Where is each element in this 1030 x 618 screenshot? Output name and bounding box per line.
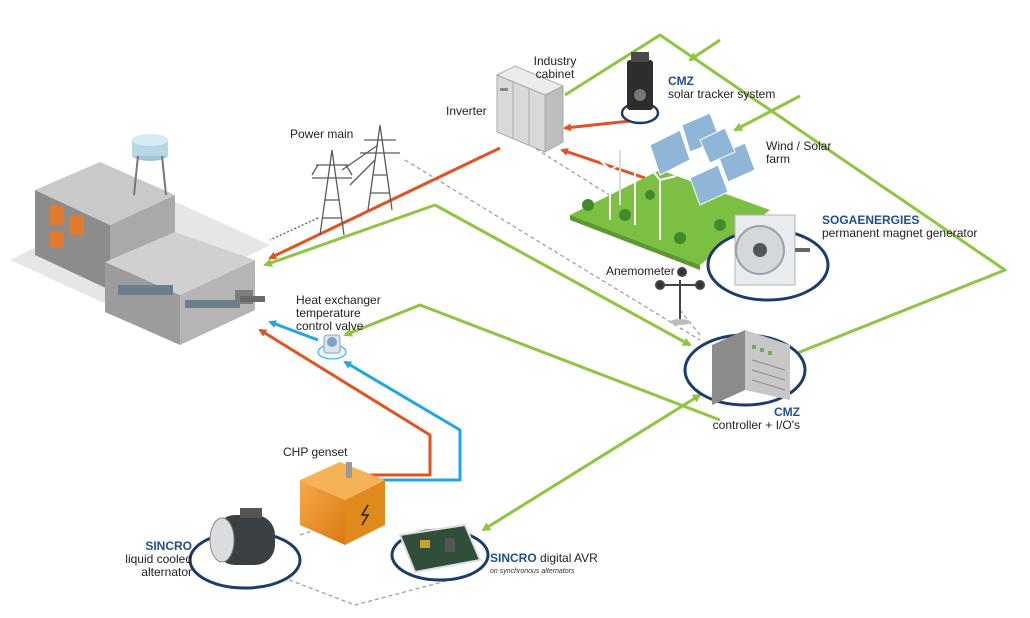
power-flow-cabinet-factory [268,146,501,260]
wind-solar-farm-label-line1: Wind / Solar [766,139,832,153]
control-link-to-tracker [688,38,721,62]
power-pylon-icon [269,124,400,241]
heat-exchanger-label-line3: control valve [296,319,364,333]
control-links [263,33,1007,532]
control-link-to-panels [733,94,801,132]
sincro-avr-brand: SINCRO [490,551,537,565]
cmz-tracker-label: CMZ solar tracker system [668,75,775,101]
factory-icon [10,134,270,345]
control-link-loop-controller [564,33,1007,360]
sincro-alternator-desc-line1: liquid cooled [125,552,192,566]
plc-controller-icon [683,330,807,407]
wind-solar-farm-icon [570,112,770,270]
control-link-to-factory [263,203,436,267]
chp-genset-label: CHP genset [283,445,348,459]
solar-panel-icon [649,112,756,206]
sincro-avr-note: on synchronous alternators [490,568,575,575]
sincro-avr-desc: digital AVR [540,551,598,565]
power-main-label: Power main [290,127,354,141]
avr-board-icon [390,523,490,582]
dashed-link-cabinet-controller [404,159,701,341]
sogaenergies-desc: permanent magnet generator [822,226,978,240]
heat-exchanger-valve-icon [317,334,347,360]
wind-solar-farm-label-line2: farm [766,152,790,166]
heat-exchanger-label-line2: temperature [296,306,361,320]
control-link-to-controller-1 [434,203,692,347]
wind-solar-farm-label: Wind / Solar farm [766,140,831,166]
anemometer-label: Anemometer [606,264,675,278]
power-flow-genset-factory [258,328,432,477]
industry-cabinet-label-line2: cabinet [535,67,575,81]
industry-cabinet-icon [495,65,565,153]
anemometer-icon [655,267,705,325]
cmz-controller-desc: controller + I/O's [712,418,800,432]
sogaenergies-label: SOGAENERGIES permanent magnet generator [822,214,977,240]
coolant-flows [268,320,462,482]
sincro-avr-label: SINCRO digital AVR on synchronous altern… [490,552,598,578]
cmz-tracker-brand: CMZ [668,74,694,88]
dashed-link-anemometer-controller [679,309,701,336]
cmz-tracker-desc: solar tracker system [668,87,776,101]
pm-generator-icon [706,214,830,302]
heat-exchanger-label: Heat exchanger temperature control valve [296,294,381,333]
solar-tracker-icon [620,52,660,125]
industry-cabinet-label: Industry cabinet [520,55,590,81]
industry-cabinet-label-line1: Industry [533,54,577,68]
alternator-icon [188,508,302,590]
wind-turbine-icon [594,149,677,240]
heat-exchanger-label-line1: Heat exchanger [296,293,381,307]
coolant-flow-genset-valve [343,360,462,482]
control-link-to-valve [343,303,721,422]
inverter-label: Inverter [446,104,487,118]
sincro-alternator-label: SINCRO liquid cooled alternator [112,540,192,579]
cmz-controller-label: CMZ controller + I/O's [690,406,800,432]
sincro-alternator-desc-line2: alternator [141,565,192,579]
cmz-controller-brand: CMZ [774,405,800,419]
control-link-avr-controller [481,393,702,532]
coolant-flow-valve-factory [268,320,319,342]
sogaenergies-brand: SOGAENERGIES [822,213,920,227]
chp-genset-icon [300,462,385,545]
sincro-alternator-brand: SINCRO [145,539,192,553]
